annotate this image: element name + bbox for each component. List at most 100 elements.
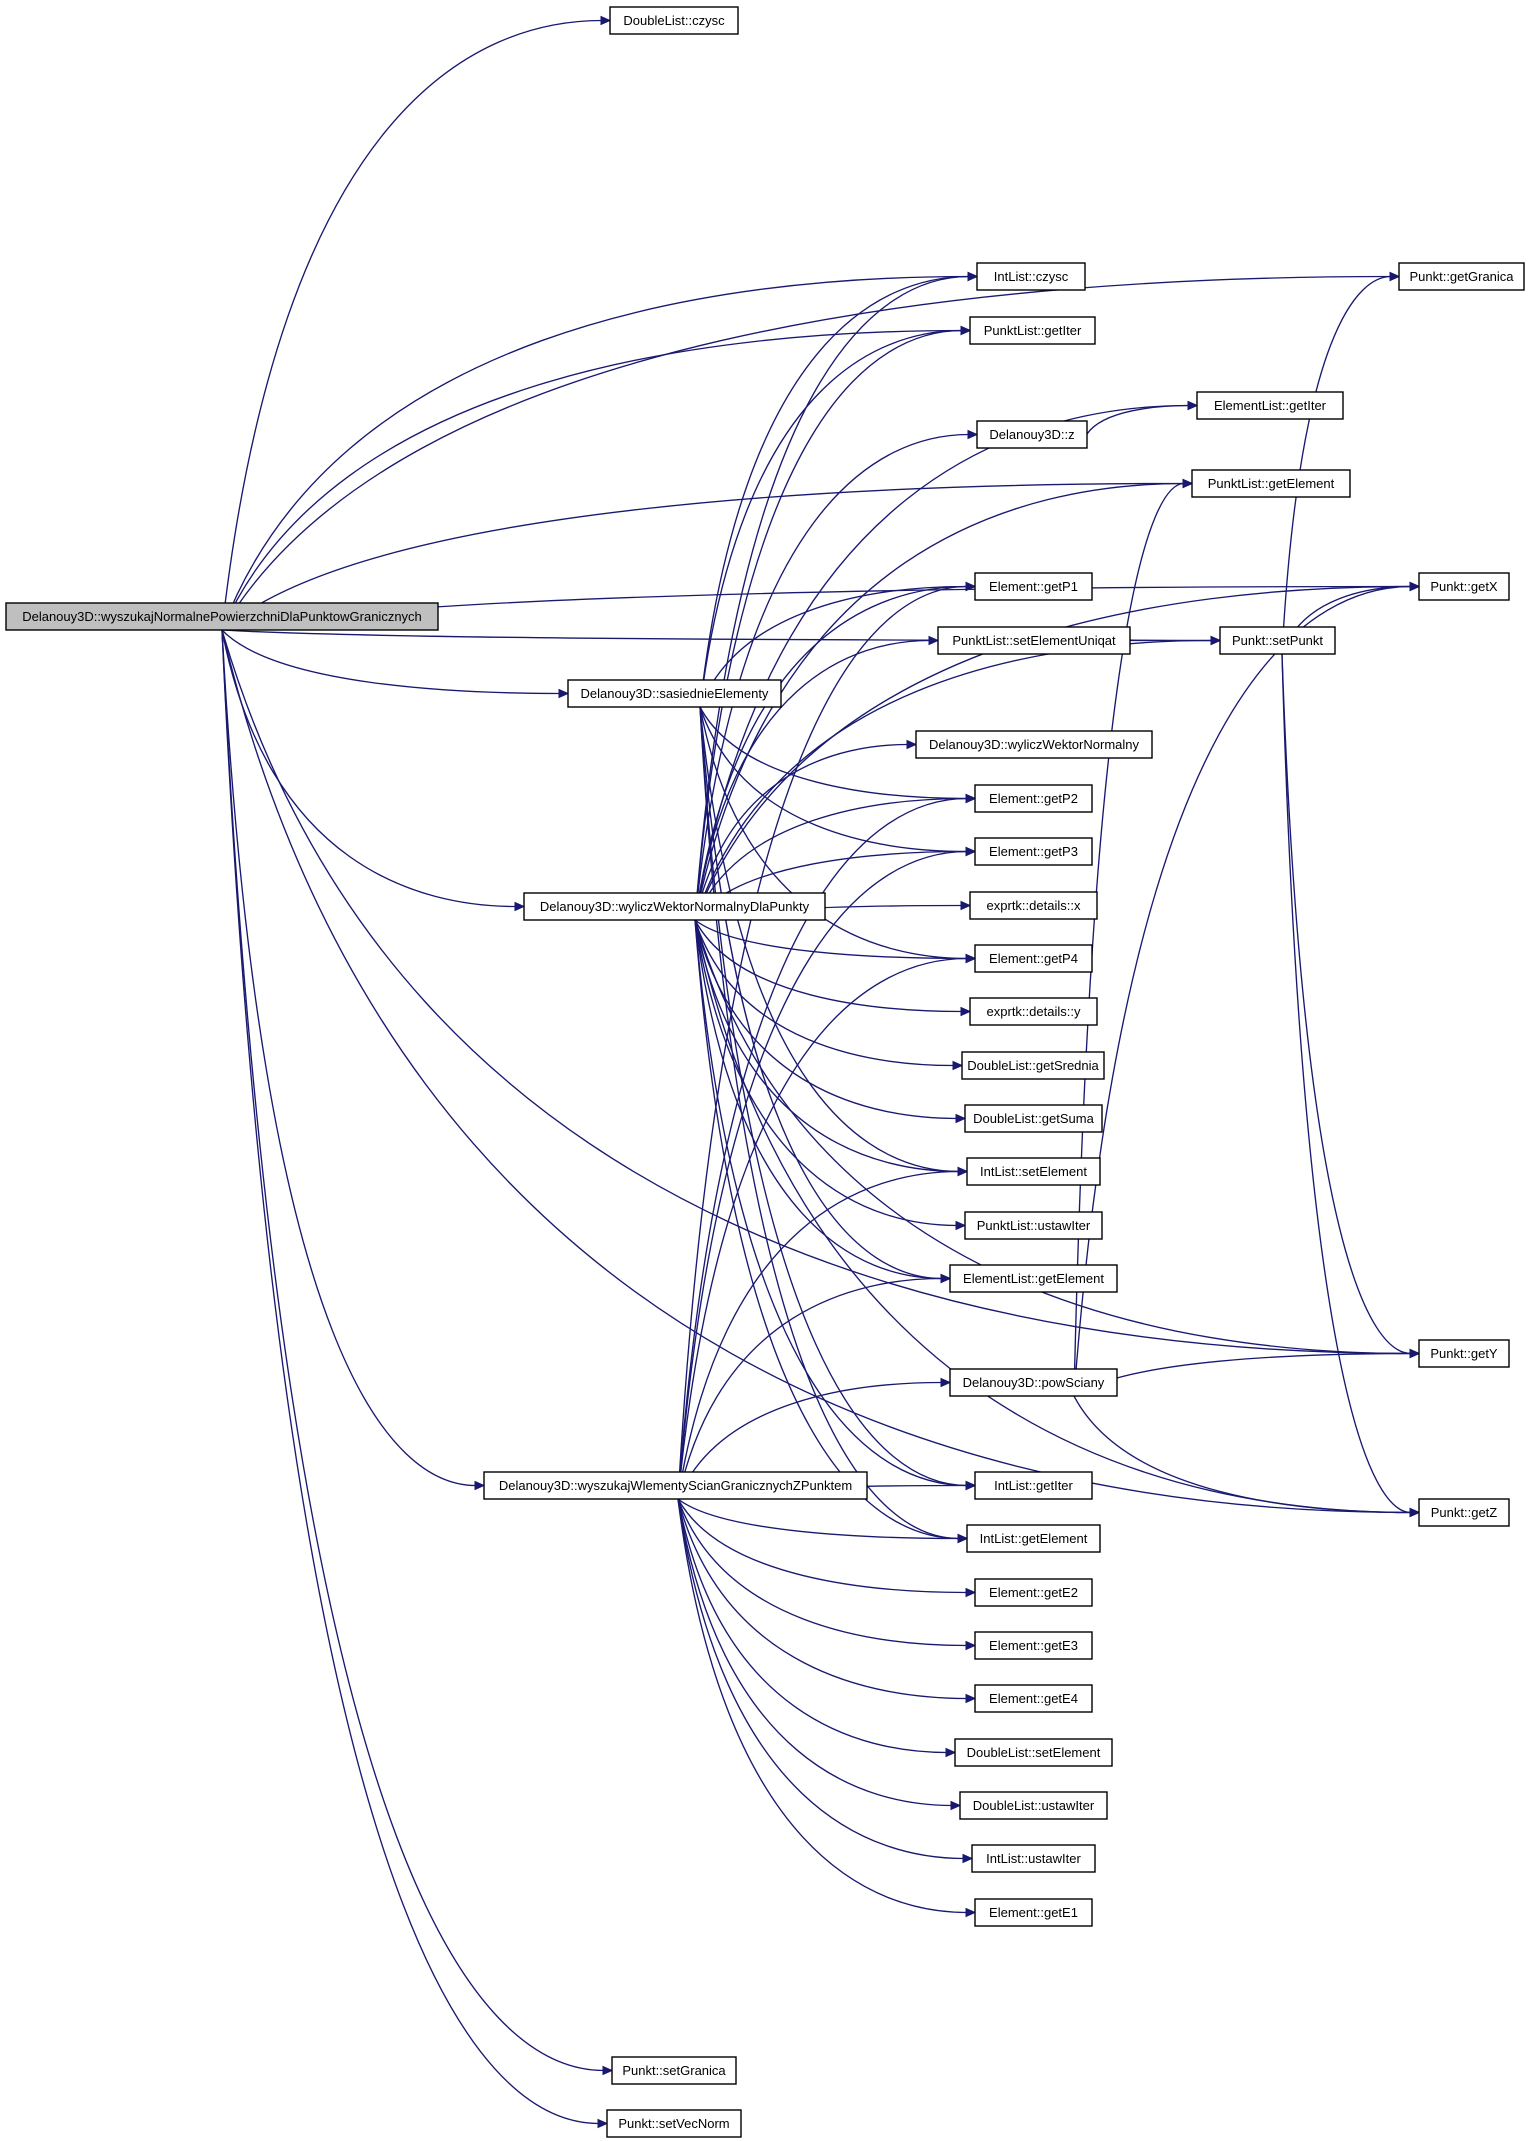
- node-elist_getIter[interactable]: ElementList::getIter: [1196, 391, 1344, 420]
- node-il_czysc[interactable]: IntList::czysc: [976, 262, 1086, 291]
- node-box[interactable]: [949, 1264, 1118, 1293]
- node-box[interactable]: [969, 997, 1098, 1026]
- arrowhead-root-to-p_setVecNorm: [597, 2118, 609, 2129]
- arrowhead-wyszukajW-to-el_getP3: [965, 846, 977, 857]
- arrowhead-wyszukajW-to-il_getIter: [965, 1480, 977, 1491]
- node-box[interactable]: [959, 1791, 1108, 1820]
- node-box[interactable]: [1418, 1498, 1510, 1527]
- edge-root-to-pl_getElement: [221, 482, 1185, 631]
- arrowhead-pl_setEU-to-p_setPunkt: [1210, 635, 1222, 646]
- node-box[interactable]: [974, 837, 1093, 866]
- node-il_getElement[interactable]: IntList::getElement: [966, 1524, 1101, 1553]
- node-el_getE4[interactable]: Element::getE4: [974, 1684, 1093, 1713]
- node-box[interactable]: [611, 2056, 737, 2085]
- node-root[interactable]: Delanouy3D::wyszukajNormalnePowierzchniD…: [5, 602, 439, 631]
- node-box[interactable]: [609, 6, 739, 35]
- node-box[interactable]: [966, 1157, 1101, 1186]
- node-el_getP3[interactable]: Element::getP3: [974, 837, 1093, 866]
- node-box[interactable]: [974, 1578, 1093, 1607]
- node-box[interactable]: [974, 1631, 1093, 1660]
- node-box[interactable]: [974, 1898, 1093, 1927]
- node-el_getP2[interactable]: Element::getP2: [974, 784, 1093, 813]
- node-box[interactable]: [961, 1051, 1105, 1080]
- edge-wylicz-to-elist_getElement: [694, 919, 943, 1280]
- node-pl_getElement[interactable]: PunktList::getElement: [1191, 469, 1351, 498]
- node-pl_getIter[interactable]: PunktList::getIter: [969, 316, 1096, 345]
- node-box[interactable]: [966, 1524, 1101, 1553]
- node-p_getY[interactable]: Punkt::getY: [1418, 1339, 1510, 1368]
- node-d3_powSciany[interactable]: Delanouy3D::powSciany: [949, 1368, 1118, 1397]
- node-box[interactable]: [974, 1684, 1093, 1713]
- node-el_getE2[interactable]: Element::getE2: [974, 1578, 1093, 1607]
- arrowhead-root-to-sasiednie: [558, 688, 570, 699]
- node-p_setPunkt[interactable]: Punkt::setPunkt: [1219, 626, 1336, 655]
- edge-wylicz-to-p_setPunkt: [694, 639, 1213, 921]
- node-wyszukajW[interactable]: Delanouy3D::wyszukajWlementyScianGranicz…: [483, 1471, 868, 1500]
- node-box[interactable]: [971, 1844, 1096, 1873]
- node-box[interactable]: [964, 1104, 1103, 1133]
- node-p_getZ[interactable]: Punkt::getZ: [1418, 1498, 1510, 1527]
- node-label: exprtk::details::x: [987, 898, 1081, 913]
- node-dl_czysc[interactable]: DoubleList::czysc: [609, 6, 739, 35]
- node-ex_y[interactable]: exprtk::details::y: [969, 997, 1098, 1026]
- node-el_getP1[interactable]: Element::getP1: [974, 572, 1093, 601]
- node-box[interactable]: [937, 626, 1131, 655]
- node-box[interactable]: [969, 316, 1096, 345]
- node-el_getP4[interactable]: Element::getP4: [974, 944, 1093, 973]
- arrowhead-wyszukajW-to-il_setElement: [957, 1166, 969, 1177]
- node-box[interactable]: [1418, 572, 1510, 601]
- node-sasiednie[interactable]: Delanouy3D::sasiednieElementy: [567, 679, 782, 708]
- node-box[interactable]: [523, 892, 826, 921]
- node-pl_setEU[interactable]: PunktList::setElementUniqat: [937, 626, 1131, 655]
- node-box[interactable]: [949, 1368, 1118, 1397]
- node-label: Punkt::setPunkt: [1232, 633, 1323, 648]
- node-box[interactable]: [606, 2109, 742, 2138]
- node-box[interactable]: [1196, 391, 1344, 420]
- node-box[interactable]: [969, 891, 1098, 920]
- node-p_setGranica[interactable]: Punkt::setGranica: [611, 2056, 737, 2085]
- node-label: DoubleList::getSrednia: [967, 1058, 1099, 1073]
- node-p_getGranica[interactable]: Punkt::getGranica: [1398, 262, 1525, 291]
- node-box[interactable]: [974, 1471, 1093, 1500]
- node-elist_getElement[interactable]: ElementList::getElement: [949, 1264, 1118, 1293]
- node-dl_getSrednia[interactable]: DoubleList::getSrednia: [961, 1051, 1105, 1080]
- node-label: IntList::ustawIter: [986, 1851, 1081, 1866]
- node-il_setElement[interactable]: IntList::setElement: [966, 1157, 1101, 1186]
- node-box[interactable]: [974, 572, 1093, 601]
- node-box[interactable]: [976, 420, 1088, 449]
- arrowhead-wyszukajW-to-el_getE4: [965, 1693, 977, 1704]
- node-il_ustawIter[interactable]: IntList::ustawIter: [971, 1844, 1096, 1873]
- node-box[interactable]: [483, 1471, 868, 1500]
- node-box[interactable]: [976, 262, 1086, 291]
- node-box[interactable]: [1398, 262, 1525, 291]
- node-label: Punkt::getY: [1430, 1346, 1498, 1361]
- edge-sasiednie-to-il_setElement: [699, 706, 960, 1173]
- node-wylicz[interactable]: Delanouy3D::wyliczWektorNormalnyDlaPunkt…: [523, 892, 826, 921]
- node-label: Element::getP3: [989, 844, 1078, 859]
- edge-wylicz-to-pl_setEU: [694, 639, 931, 921]
- node-p_getX[interactable]: Punkt::getX: [1418, 572, 1510, 601]
- node-box[interactable]: [964, 1211, 1103, 1240]
- node-box[interactable]: [1219, 626, 1336, 655]
- node-dl_getSuma[interactable]: DoubleList::getSuma: [964, 1104, 1103, 1133]
- node-il_getIter[interactable]: IntList::getIter: [974, 1471, 1093, 1500]
- node-box[interactable]: [915, 730, 1153, 759]
- node-dl_ustawIter[interactable]: DoubleList::ustawIter: [959, 1791, 1108, 1820]
- node-d3_z[interactable]: Delanouy3D::z: [976, 420, 1088, 449]
- edge-wylicz-to-el_getP2: [694, 797, 968, 921]
- node-box[interactable]: [1418, 1339, 1510, 1368]
- node-pl_ustawIter[interactable]: PunktList::ustawIter: [964, 1211, 1103, 1240]
- node-p_setVecNorm[interactable]: Punkt::setVecNorm: [606, 2109, 742, 2138]
- node-box[interactable]: [1191, 469, 1351, 498]
- node-box[interactable]: [5, 602, 439, 631]
- node-el_getE1[interactable]: Element::getE1: [974, 1898, 1093, 1927]
- node-el_getE3[interactable]: Element::getE3: [974, 1631, 1093, 1660]
- node-ex_x[interactable]: exprtk::details::x: [969, 891, 1098, 920]
- node-box[interactable]: [954, 1738, 1113, 1767]
- node-label: Delanouy3D::wyszukajNormalnePowierzchniD…: [22, 609, 422, 624]
- node-d3_wwn[interactable]: Delanouy3D::wyliczWektorNormalny: [915, 730, 1153, 759]
- node-box[interactable]: [567, 679, 782, 708]
- node-dl_setElement[interactable]: DoubleList::setElement: [954, 1738, 1113, 1767]
- node-box[interactable]: [974, 944, 1093, 973]
- node-box[interactable]: [974, 784, 1093, 813]
